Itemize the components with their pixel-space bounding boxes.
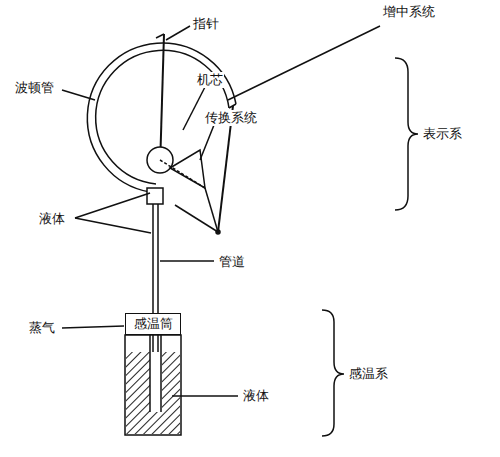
pivot bbox=[216, 230, 220, 234]
group-label: 表示系 bbox=[422, 126, 463, 142]
part-label: 传换系统 bbox=[204, 110, 258, 126]
brace bbox=[322, 310, 344, 436]
leader-line bbox=[166, 26, 190, 40]
brace bbox=[395, 58, 418, 210]
part-label: 波顿管 bbox=[14, 80, 55, 96]
pipe-in-bulb bbox=[149, 335, 151, 412]
bulb-body bbox=[125, 335, 181, 435]
leader-line bbox=[160, 260, 214, 262]
sensing-bulb-cap: 感温筒 bbox=[125, 313, 181, 335]
part-label: 管道 bbox=[218, 254, 246, 270]
leader-line bbox=[172, 395, 238, 397]
sector-arm bbox=[160, 160, 205, 188]
leader-line bbox=[62, 326, 124, 328]
leader-line bbox=[183, 87, 205, 130]
part-label: 机芯 bbox=[196, 72, 224, 88]
pipe-in-bulb bbox=[160, 335, 162, 412]
part-label: 蒸气 bbox=[28, 320, 56, 336]
link bbox=[175, 205, 218, 232]
tube-foot bbox=[147, 188, 163, 204]
part-label: 指针 bbox=[192, 16, 220, 32]
part-label: 液体 bbox=[242, 388, 270, 404]
pointer-tip bbox=[156, 34, 164, 38]
node-text: 感温筒 bbox=[134, 317, 173, 331]
bulb-liquid bbox=[126, 352, 180, 434]
leader-line bbox=[228, 26, 380, 100]
part-label: 增中系统 bbox=[382, 4, 436, 20]
group-label: 感温系 bbox=[348, 366, 389, 382]
pipe-gap bbox=[150, 352, 162, 412]
leader-line bbox=[62, 90, 95, 100]
leader-line bbox=[75, 218, 151, 233]
part-label: 液体 bbox=[38, 211, 66, 227]
leader-line bbox=[75, 193, 150, 218]
leader-line bbox=[200, 125, 214, 160]
